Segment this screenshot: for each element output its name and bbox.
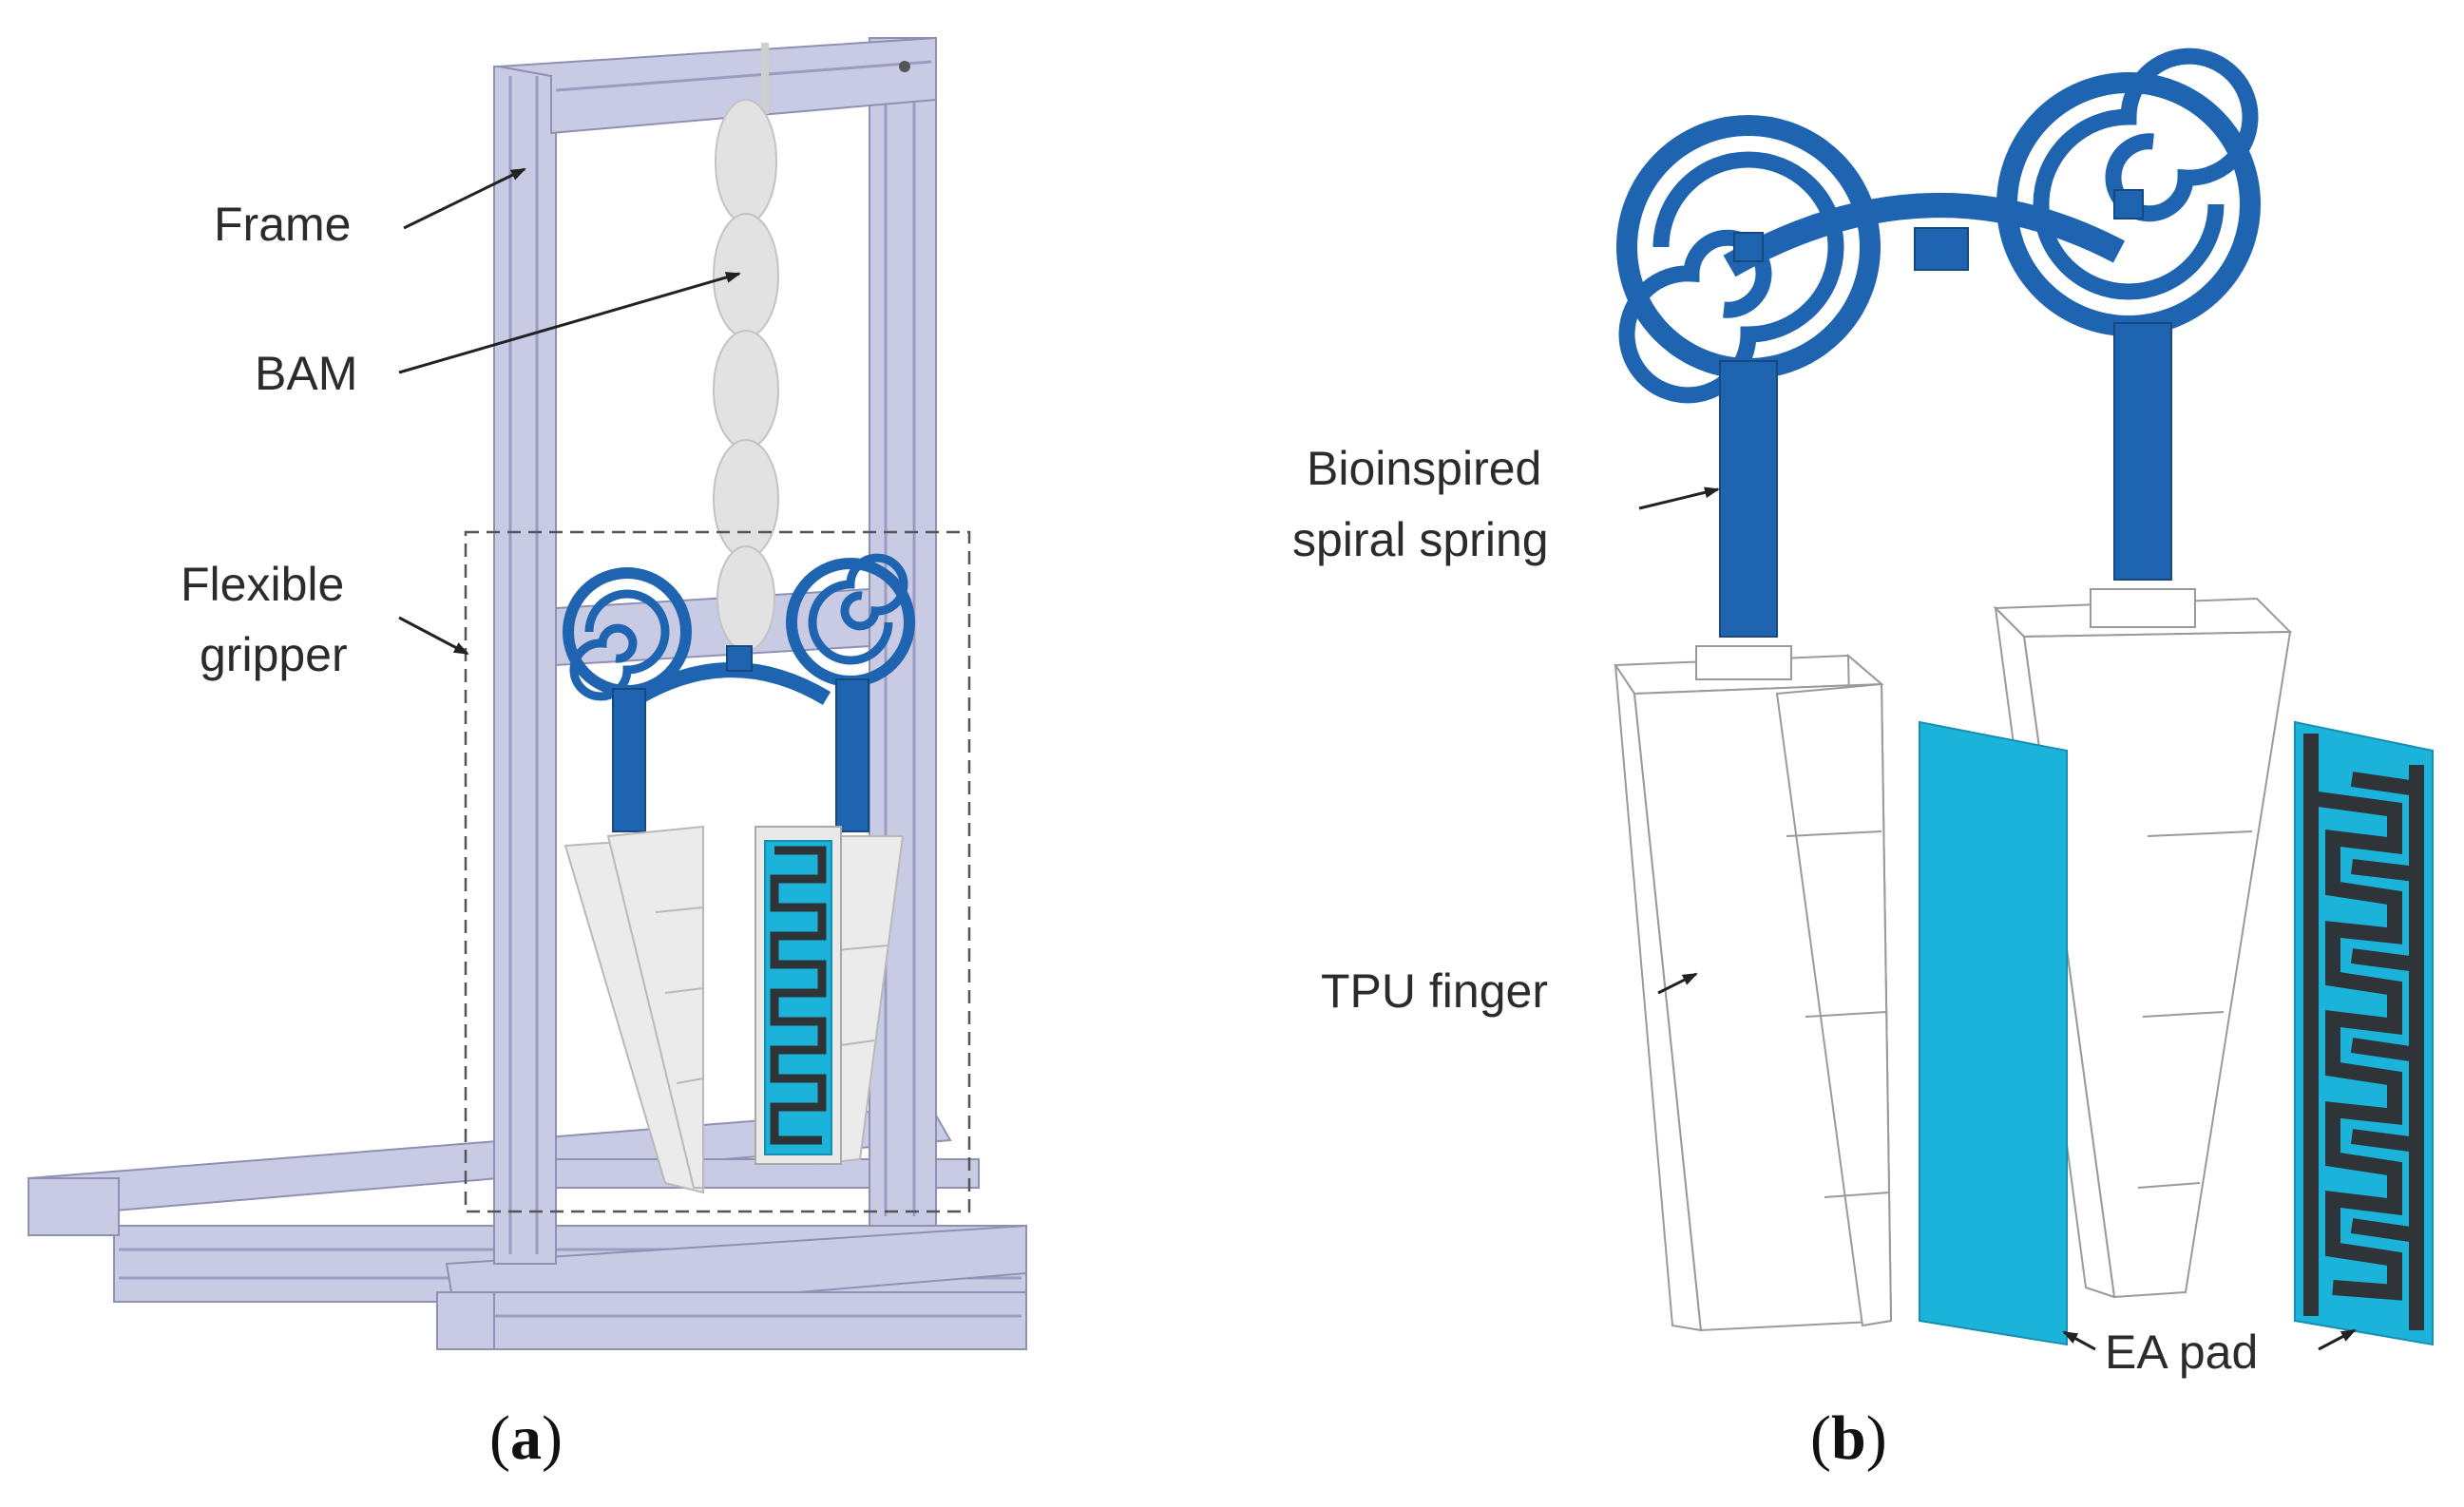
- caption-a: (a): [489, 1403, 563, 1473]
- caption-b: (b): [1810, 1403, 1887, 1473]
- label-bam: BAM: [255, 347, 357, 400]
- label-pad: EA pad: [2105, 1326, 2258, 1379]
- frame: [493, 36, 937, 1265]
- gripper-outline: [464, 530, 971, 1213]
- tpu-finger-left: [1614, 645, 1893, 1332]
- ea-pad-plain: [1919, 720, 2068, 1346]
- panel-a: Frame BAM Flexible gripper (a): [27, 36, 1027, 1473]
- frame-base: [27, 1105, 1027, 1350]
- ea-pad-electrode: [2294, 720, 2434, 1346]
- spiral-right-b: [1996, 48, 2261, 336]
- gripper-spring-a: [563, 553, 915, 832]
- panel-b: Bioinspired spiral spring TPU finger EA …: [1292, 48, 2434, 1473]
- finger-left-a: [563, 825, 704, 1194]
- label-spring-line2: spiral spring: [1292, 513, 1549, 566]
- spiral-spring: [1616, 48, 2261, 638]
- finger-right-a: [754, 826, 905, 1166]
- label-gripper-line1: Flexible: [181, 558, 344, 611]
- label-finger: TPU finger: [1321, 964, 1548, 1018]
- bam-actuator: [713, 43, 779, 652]
- label-spring-line1: Bioinspired: [1307, 442, 1541, 495]
- label-frame: Frame: [214, 198, 351, 251]
- label-gripper-line2: gripper: [200, 628, 348, 681]
- spiral-left-b: [1616, 115, 1881, 404]
